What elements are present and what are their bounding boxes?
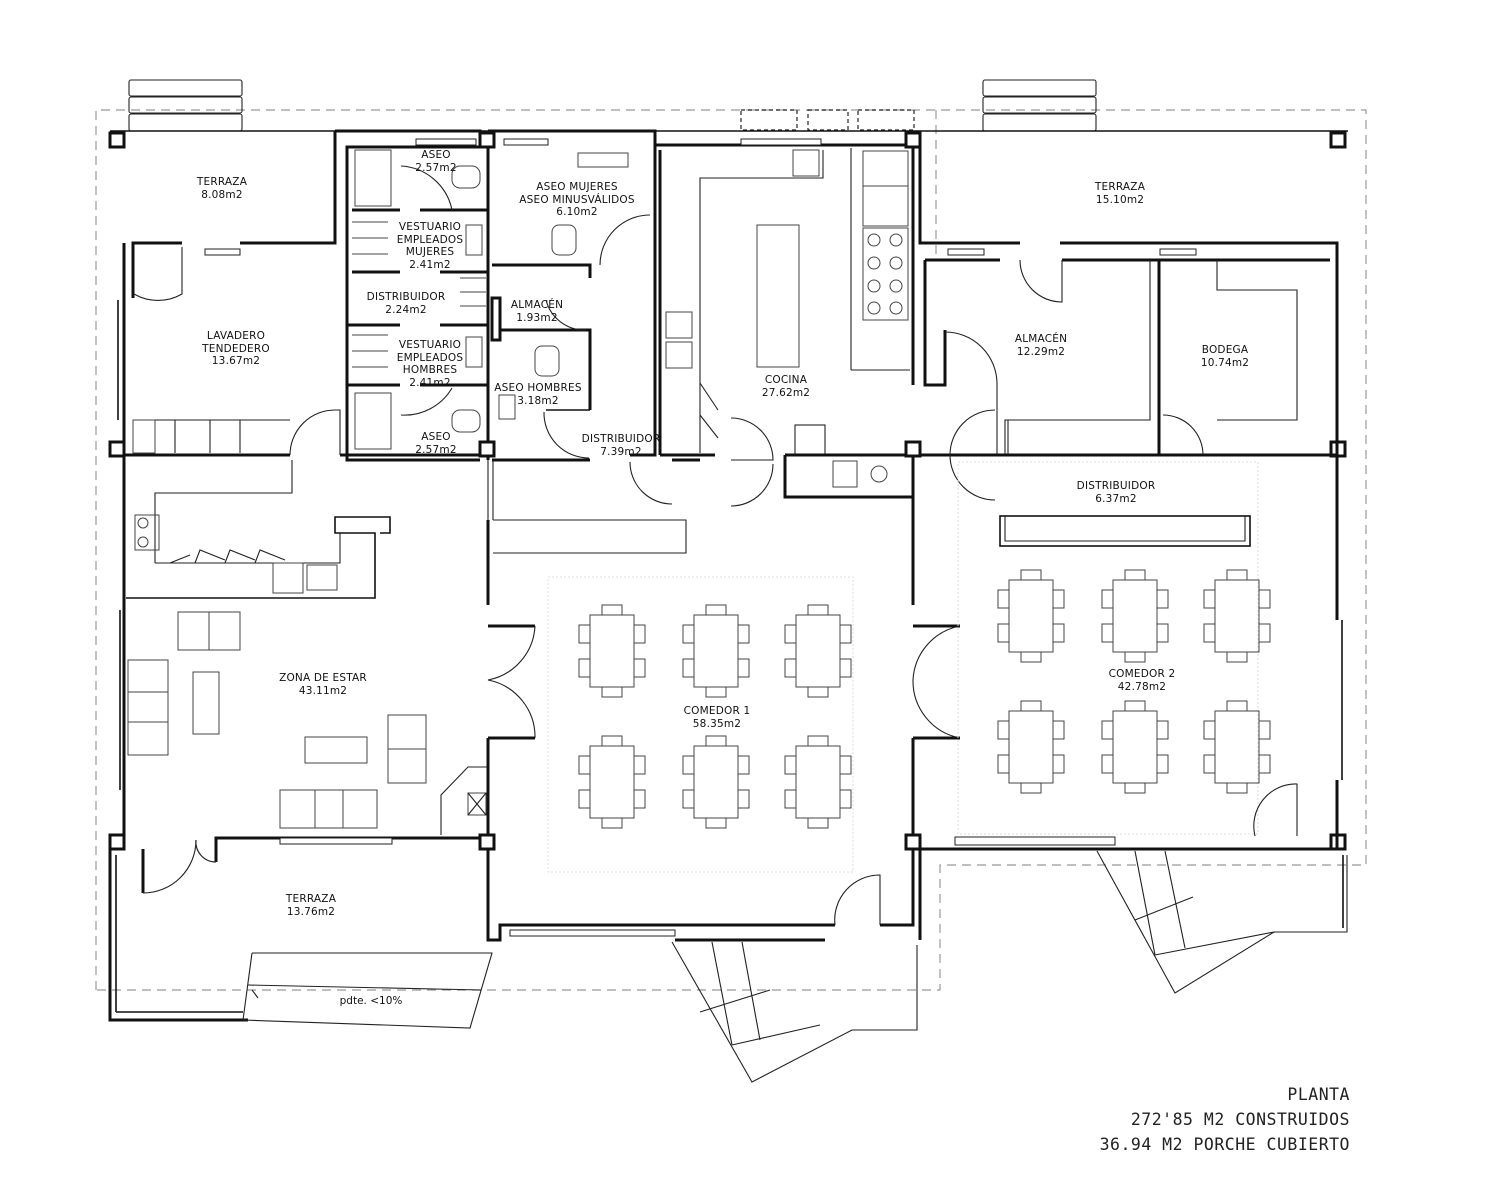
sofa-left <box>127 659 169 756</box>
area-summary: PLANTA 272'85 M2 CONSTRUIDOS 36.94 M2 PO… <box>1100 1082 1350 1157</box>
armchair <box>387 714 427 784</box>
roof-outline <box>95 109 1367 991</box>
slope-note: pdte. <10% <box>339 995 403 1007</box>
ramp-right <box>1096 850 1348 994</box>
solar-panels-right <box>982 79 1097 132</box>
solar-panels-left <box>128 79 243 132</box>
summary-title: PLANTA <box>1287 1085 1350 1104</box>
sofa-bottom <box>279 789 378 829</box>
dining-tables <box>578 569 1271 829</box>
sofa-top <box>177 611 241 651</box>
summary-porch-area: 36.94 M2 PORCHE CUBIERTO <box>1099 1135 1350 1154</box>
ramp-center <box>671 941 918 1083</box>
summary-built-area: 272'85 M2 CONSTRUIDOS <box>1130 1110 1350 1129</box>
kitchen-extractor-outline <box>740 109 915 131</box>
